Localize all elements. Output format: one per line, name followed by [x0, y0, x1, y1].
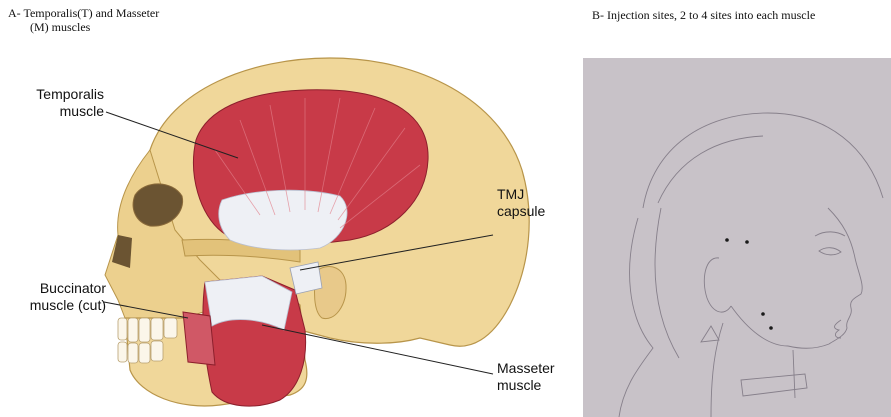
- injection-site: [725, 238, 729, 242]
- caption-b: B- Injection sites, 2 to 4 sites into ea…: [592, 8, 815, 22]
- skull-muscle-illustration: [0, 0, 560, 417]
- label-temporalis: Temporalis muscle: [30, 86, 104, 120]
- injection-site: [745, 240, 749, 244]
- injection-sites-sketch: [583, 58, 891, 417]
- label-masseter: Masseter muscle: [497, 360, 555, 394]
- injection-site: [769, 326, 773, 330]
- sketch-background: [583, 58, 891, 417]
- label-tmj-capsule: TMJ capsule: [497, 186, 545, 220]
- temporalis-tendon: [219, 190, 347, 250]
- label-buccinator: Buccinator muscle (cut): [8, 280, 106, 314]
- injection-site: [761, 312, 765, 316]
- buccinator-muscle: [183, 312, 215, 365]
